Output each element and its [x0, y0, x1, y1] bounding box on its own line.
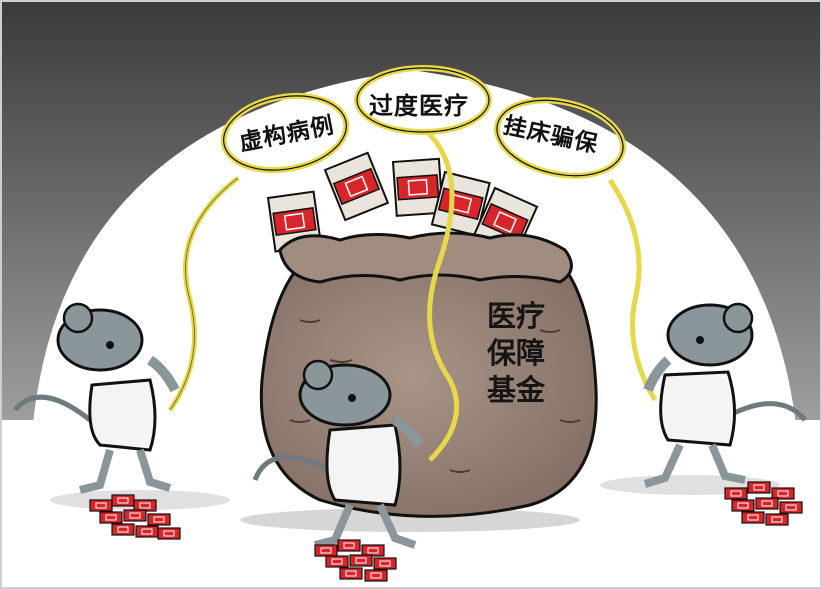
bag-label-medical-fund: 医疗保障基金 [486, 299, 545, 407]
label-excessive-treatment: 过度医疗 [369, 92, 469, 120]
rat-icon [252, 359, 425, 549]
rat-icon [13, 302, 180, 494]
rat-icon [643, 302, 807, 488]
